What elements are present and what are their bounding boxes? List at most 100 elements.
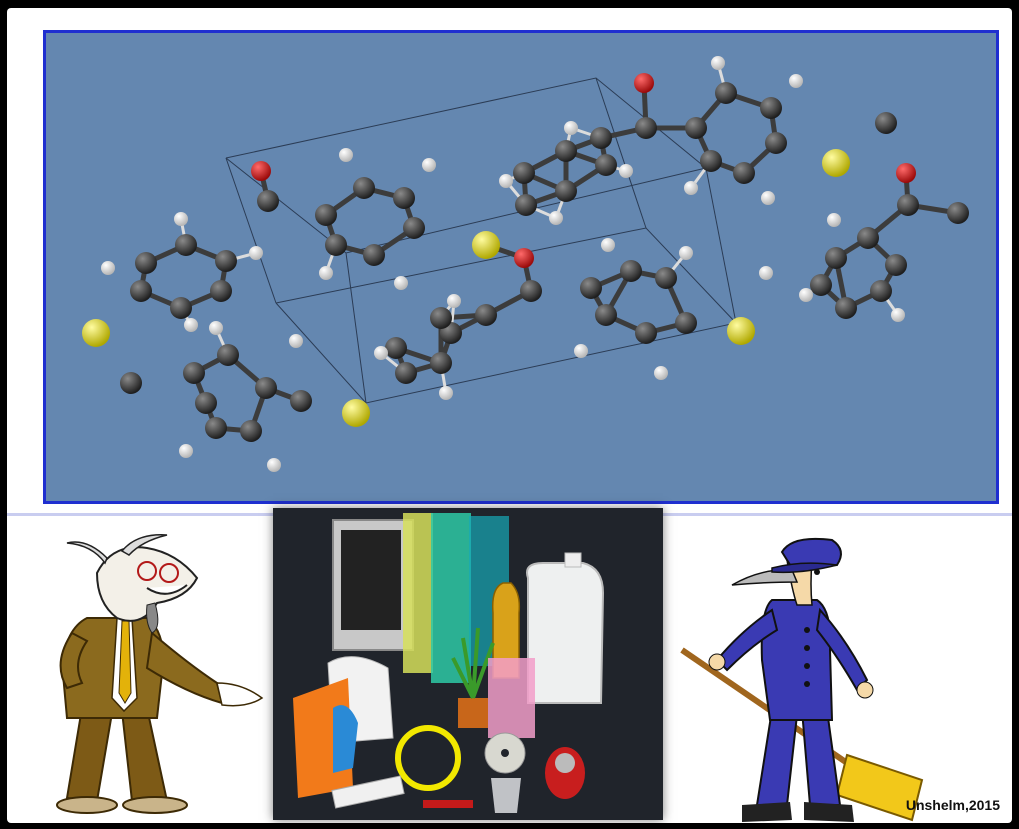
hydrogen-atom <box>761 191 775 205</box>
hydrogen-atom <box>439 386 453 400</box>
carbon-atom <box>430 307 452 329</box>
hydrogen-atom <box>684 181 698 195</box>
carbon-atom <box>363 244 385 266</box>
carbon-atom <box>217 344 239 366</box>
hydrogen-atom <box>447 294 461 308</box>
carbon-atom <box>513 162 535 184</box>
carbon-atom <box>580 277 602 299</box>
carbon-atom <box>520 280 542 302</box>
molecule-structure <box>82 56 969 472</box>
carbon-atom <box>205 417 227 439</box>
carbon-atom <box>857 227 879 249</box>
carbon-atom <box>810 274 832 296</box>
hydrogen-atom <box>499 174 513 188</box>
hydrogen-atom <box>101 261 115 275</box>
hydrogen-atom <box>711 56 725 70</box>
carbon-atom <box>635 322 657 344</box>
hydrogen-atom <box>827 213 841 227</box>
carbon-atom <box>590 127 612 149</box>
hydrogen-atom <box>394 276 408 290</box>
carbon-atom <box>403 217 425 239</box>
carbon-atom <box>170 297 192 319</box>
oxygen-atom <box>514 248 534 268</box>
carbon-atom <box>555 180 577 202</box>
carbon-atom <box>195 392 217 414</box>
carbon-atom <box>875 112 897 134</box>
carbon-atom <box>290 390 312 412</box>
hydrogen-atom <box>564 121 578 135</box>
carbon-atom <box>240 420 262 442</box>
carbon-atom <box>765 132 787 154</box>
carbon-atom <box>947 202 969 224</box>
carbon-atom <box>675 312 697 334</box>
hydrogen-atom <box>549 211 563 225</box>
slide-canvas: Unshelm,2015 <box>7 8 1012 823</box>
hydrogen-atom <box>679 246 693 260</box>
hydrogen-atom <box>759 266 773 280</box>
author-credit: Unshelm,2015 <box>905 797 1000 813</box>
sulfur-atom <box>472 231 500 259</box>
carbon-atom <box>325 234 347 256</box>
sulfur-atom <box>342 399 370 427</box>
carbon-atom <box>595 304 617 326</box>
carbon-atom <box>475 304 497 326</box>
hydrogen-atom <box>184 318 198 332</box>
carbon-atom <box>620 260 642 282</box>
carbon-atom <box>870 280 892 302</box>
carbon-atom <box>385 337 407 359</box>
oxygen-atom <box>896 163 916 183</box>
oxygen-atom <box>634 73 654 93</box>
hydrogen-atom <box>619 164 633 178</box>
carbon-atom <box>760 97 782 119</box>
carbon-atom <box>635 117 657 139</box>
carbon-atom <box>733 162 755 184</box>
atoms <box>82 56 969 472</box>
carbon-atom <box>835 297 857 319</box>
carbon-atom <box>210 280 232 302</box>
carbon-atom <box>897 194 919 216</box>
sulfur-atom <box>822 149 850 177</box>
carbon-atom <box>685 117 707 139</box>
hydrogen-atom <box>289 334 303 348</box>
bonds <box>138 62 959 434</box>
hydrogen-atom <box>174 212 188 226</box>
hydrogen-atom <box>339 148 353 162</box>
carbon-atom <box>120 372 142 394</box>
carbon-atom <box>215 250 237 272</box>
carbon-atom <box>255 377 277 399</box>
hydrogen-atom <box>799 288 813 302</box>
carbon-atom <box>393 187 415 209</box>
carbon-atom <box>395 362 417 384</box>
hydrogen-atom <box>654 366 668 380</box>
carbon-atom <box>555 140 577 162</box>
carbon-atom <box>183 362 205 384</box>
hydrogen-atom <box>249 246 263 260</box>
carbon-atom <box>885 254 907 276</box>
carbon-atom <box>430 352 452 374</box>
hydrogen-atom <box>601 238 615 252</box>
carbon-atom <box>175 234 197 256</box>
carbon-atom <box>595 154 617 176</box>
hydrogen-atom <box>179 444 193 458</box>
carbon-atom <box>130 280 152 302</box>
goat-professor-cartoon <box>56 534 264 814</box>
carbon-atom <box>315 204 337 226</box>
carbon-atom <box>700 150 722 172</box>
carbon-atom <box>257 190 279 212</box>
hydrogen-atom <box>422 158 436 172</box>
carbon-atom <box>655 267 677 289</box>
bird-sweeper-cartoon <box>680 537 924 822</box>
hydrogen-atom <box>267 458 281 472</box>
carbon-atom <box>135 252 157 274</box>
sulfur-atom <box>82 319 110 347</box>
carbon-atom <box>825 247 847 269</box>
plastic-products-photo <box>273 508 663 820</box>
hydrogen-atom <box>891 308 905 322</box>
hydrogen-atom <box>574 344 588 358</box>
carbon-atom <box>515 194 537 216</box>
hydrogen-atom <box>209 321 223 335</box>
carbon-atom <box>353 177 375 199</box>
hydrogen-atom <box>374 346 388 360</box>
molecule-panel <box>43 30 999 504</box>
